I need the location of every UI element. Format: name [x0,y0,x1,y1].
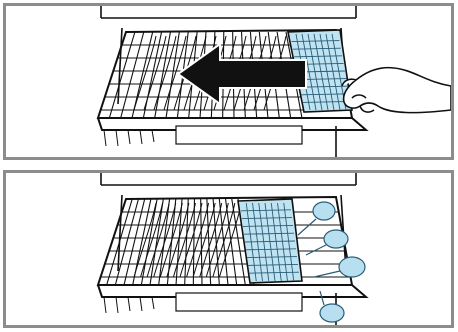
dishwasher-rack-illustration [96,173,369,325]
instruction-panel-step-2 [3,170,454,328]
arrow-left-icon [176,42,307,106]
wine-glasses [297,201,366,323]
cutlery-basket [237,198,303,284]
wine-glass [305,229,349,256]
wine-glass [297,201,336,236]
dishwasher-rack-illustration [96,6,451,157]
wine-glass [313,256,366,278]
cutlery-basket [287,29,353,113]
wine-glass [319,290,345,323]
hand-icon [341,66,451,114]
instruction-panel-step-1 [3,3,454,160]
